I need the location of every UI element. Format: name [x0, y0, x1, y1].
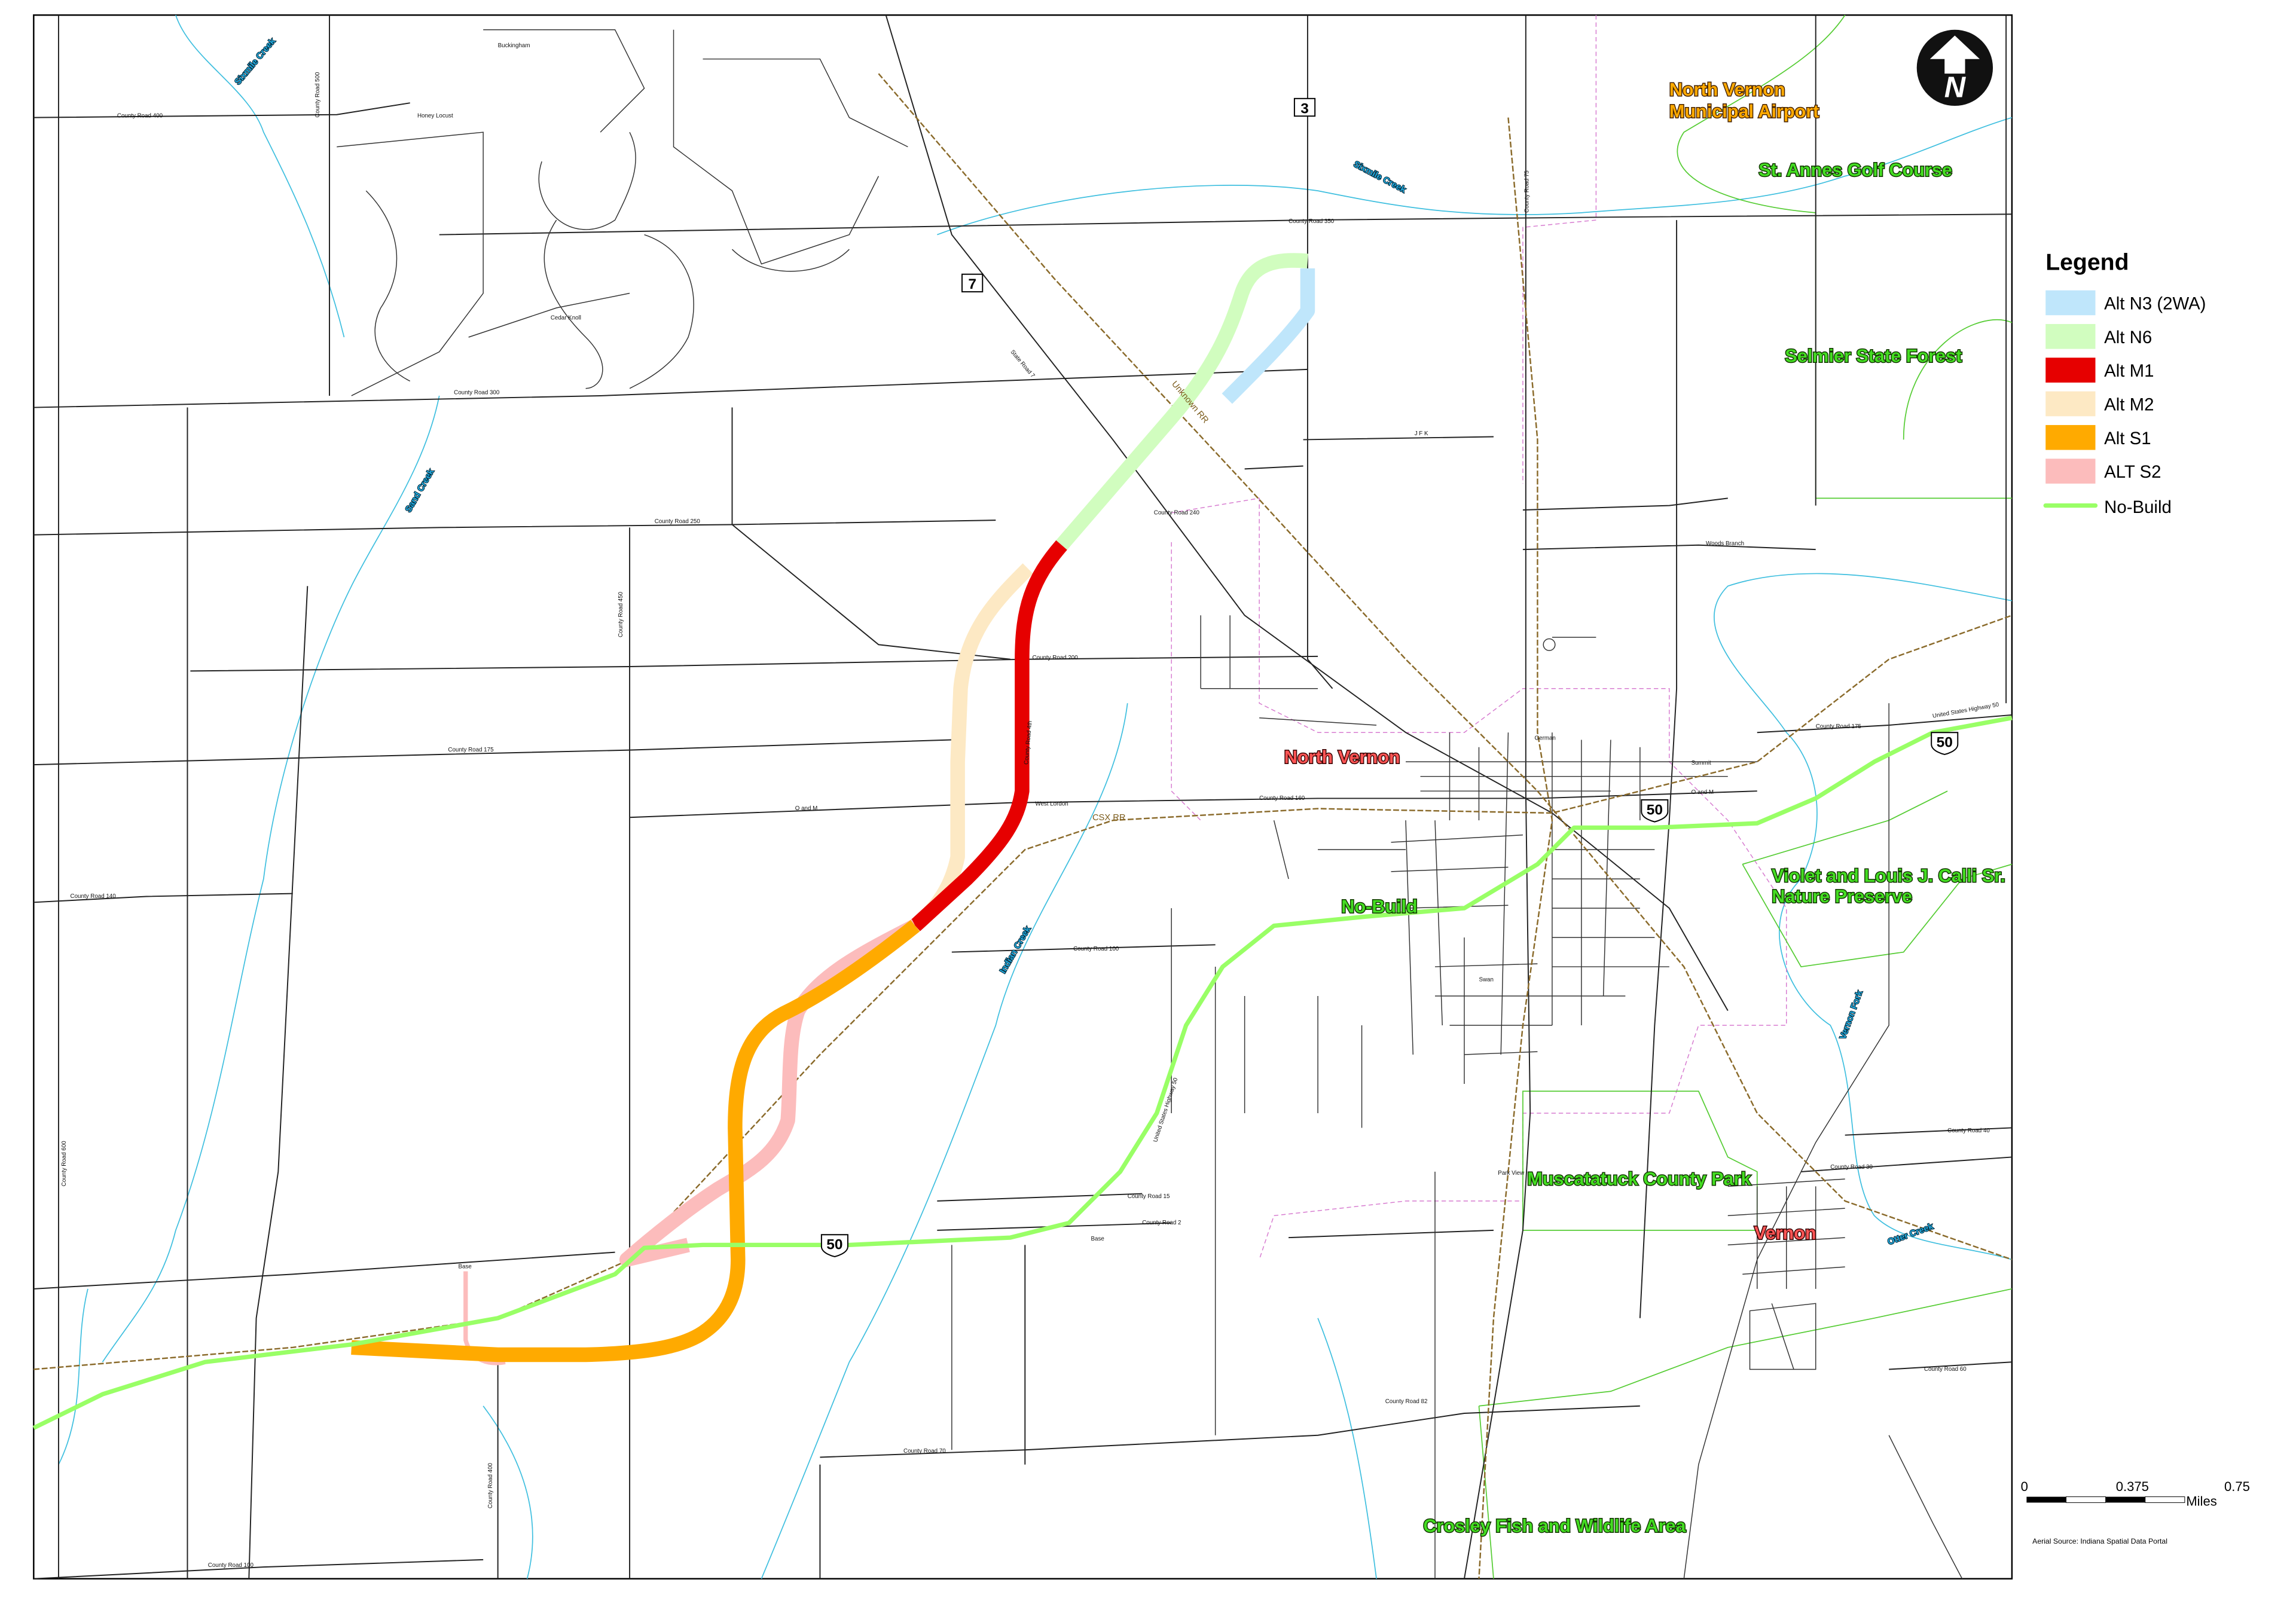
us-50-shield: 50	[1931, 732, 1959, 755]
creeks	[58, 14, 2013, 1579]
road-label: West Lordon	[1035, 801, 1068, 808]
road-label: County Road 40	[1947, 1128, 1990, 1134]
alt-n3-route	[1222, 268, 1315, 404]
no-build-label: No-Build	[1341, 896, 1418, 916]
nature-preserve-label: Nature Preserve	[1772, 886, 1912, 906]
legend-title: Legend	[2045, 249, 2129, 275]
legend-item-alt-s1: Alt S1	[2045, 424, 2151, 450]
subdivision-streets	[337, 29, 908, 396]
state-road-7-shield: 7	[961, 273, 984, 292]
state-road-3-shield: 3	[1293, 97, 1316, 117]
road-label: County Road 250	[655, 518, 701, 525]
roads	[33, 14, 2012, 1579]
svg-text:Miles: Miles	[2186, 1493, 2216, 1508]
vernon-label: Vernon	[1754, 1223, 1816, 1244]
legend-item-alt-m1: Alt M1	[2045, 358, 2154, 383]
road-label: O and M	[1692, 789, 1714, 796]
road-label: County Road 450	[618, 591, 624, 637]
legend-item-alt-n6: Alt N6	[2045, 323, 2152, 349]
road-label: County Road 82	[1385, 1398, 1428, 1405]
svg-text:Alt N3 (2WA): Alt N3 (2WA)	[2104, 294, 2206, 313]
wildlife-area-label: Crosley Fish and Wildlife Area	[1423, 1516, 1686, 1536]
road-label: County Road 400	[487, 1462, 494, 1508]
us-50-shield: 50	[1641, 799, 1669, 823]
svg-text:3: 3	[1300, 100, 1309, 117]
road-label: Park View	[1498, 1170, 1525, 1177]
svg-text:0: 0	[2021, 1479, 2028, 1494]
road-label: Swan	[1479, 977, 1493, 983]
road-label: County Road 175	[1816, 723, 1862, 730]
alternatives	[32, 253, 2013, 1430]
alt-s1-route	[351, 919, 920, 1362]
road-label: Cedar Knoll	[551, 315, 581, 322]
road-label: Buckingham	[498, 42, 530, 49]
legend-item-alt-m2: Alt M2	[2045, 391, 2154, 417]
legend: Legend Alt N3 (2WA) Alt N6 Alt M1 Alt M2…	[2043, 249, 2206, 517]
road-label: County Road 200	[1033, 655, 1079, 661]
town-streets	[1171, 615, 1845, 1370]
road-label: County Road 240	[1154, 509, 1200, 516]
north-vernon-label: North Vernon	[1284, 747, 1400, 768]
road-label: J F K	[1415, 430, 1428, 437]
alt-n6-route	[1056, 253, 1308, 550]
svg-text:ALT S2: ALT S2	[2104, 462, 2161, 482]
svg-text:No-Build: No-Build	[2104, 497, 2172, 517]
legend-item-alt-n3: Alt N3 (2WA)	[2045, 290, 2206, 316]
road-label: County Road 2	[1142, 1220, 1181, 1226]
unknown-railroad	[878, 73, 2013, 1261]
svg-text:50: 50	[826, 1237, 842, 1253]
road-label: Base	[1091, 1236, 1104, 1242]
road-label: Honey Locust	[417, 113, 453, 120]
road-label: Summit	[1692, 760, 1711, 766]
road-label: Woods Branch	[1706, 540, 1744, 547]
county-park-label: Muscatatuck County Park	[1527, 1169, 1751, 1189]
svg-text:0.375: 0.375	[2116, 1479, 2149, 1494]
road-label: County Road 100	[208, 1562, 254, 1569]
map-frame[interactable]: 3 7 50 50 50 Unknown RR CSX RR Sixmile C…	[32, 14, 2013, 1579]
no-build-route	[32, 716, 2013, 1430]
road-label: County Road 100	[1073, 946, 1119, 952]
road-label: County Road 600	[61, 1141, 68, 1187]
source-note: Aerial Source: Indiana Spatial Data Port…	[2032, 1537, 2167, 1545]
road-label: County Road 140	[71, 893, 117, 900]
svg-text:Alt M2: Alt M2	[2104, 395, 2154, 414]
road-label: County Road 60	[1924, 1366, 1967, 1373]
road-label: Base	[459, 1264, 472, 1270]
road-label: County Road 350	[1289, 218, 1335, 225]
airport-label: Municipal Airport	[1669, 102, 1819, 122]
svg-text:N: N	[1944, 71, 1967, 103]
road-label: County Road 160	[1259, 795, 1305, 802]
road-label: German	[1535, 735, 1556, 741]
state-forest-label: Selmier State Forest	[1785, 346, 1962, 366]
road-label: County Road 400	[117, 113, 163, 120]
svg-text:Alt N6: Alt N6	[2104, 328, 2152, 347]
scale-bar: 0 0.375 0.75 Miles Aerial Source: Indian…	[2021, 1479, 2250, 1545]
svg-text:Alt S1: Alt S1	[2104, 429, 2151, 448]
road-label: County Road 175	[448, 747, 494, 753]
us-50-shield: 50	[820, 1234, 848, 1257]
road-label: County Road 30	[1830, 1164, 1873, 1171]
svg-text:50: 50	[1647, 802, 1663, 818]
airport-label: North Vernon	[1669, 80, 1785, 100]
road-label: County Road 500	[315, 72, 321, 118]
road-label: County Road 300	[454, 390, 500, 396]
north-arrow-icon: N	[1916, 29, 1993, 106]
svg-text:Alt M1: Alt M1	[2104, 361, 2154, 381]
legend-item-no-build: No-Build	[2043, 497, 2172, 517]
nature-preserve-label: Violet and Louis J. Calli Sr.	[1772, 866, 2005, 886]
road-label: County Road 75	[1524, 170, 1531, 213]
svg-text:50: 50	[1937, 735, 1953, 751]
golf-course-label: St. Annes Golf Course	[1758, 160, 1952, 181]
road-label: County Road 15	[1128, 1193, 1170, 1200]
road-label: O and M	[795, 805, 818, 812]
alt-m1-route	[910, 540, 1067, 931]
svg-text:7: 7	[968, 276, 976, 292]
csx-rr-label: CSX RR	[1092, 813, 1126, 823]
alt-s2-route	[619, 919, 919, 1267]
svg-text:0.75: 0.75	[2224, 1479, 2250, 1494]
boundaries	[1171, 14, 2013, 1579]
legend-item-alt-s2: ALT S2	[2045, 459, 2161, 484]
road-label: County Road 70	[903, 1448, 946, 1455]
